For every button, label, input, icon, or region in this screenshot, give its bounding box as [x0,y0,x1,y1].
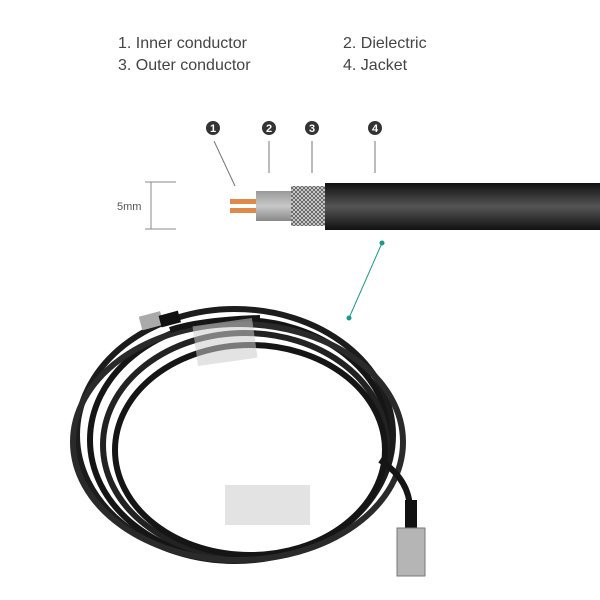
outer-conductor [291,186,326,226]
callout-1: 1 [206,121,220,135]
svg-text:1: 1 [210,123,216,135]
tape [225,485,310,525]
connector-bottom [396,500,426,577]
svg-text:4: 4 [372,123,379,135]
pointer-line [348,242,383,319]
svg-text:3: 3 [309,123,315,135]
legend-inner-conductor: 1. Inner conductor [118,35,247,52]
dimension-bracket [145,181,176,230]
callout-4: 4 [368,121,382,135]
leader-lines [213,140,376,187]
tape [192,318,258,366]
dielectric [256,191,292,221]
connector-top [138,310,181,331]
jacket [325,183,600,230]
legend-dielectric: 2. Dielectric [343,35,427,52]
callout-3: 3 [305,121,319,135]
legend-jacket: 4. Jacket [343,57,408,74]
inner-conductor [230,199,258,204]
legend-outer-conductor: 3. Outer conductor [118,57,251,74]
svg-text:2: 2 [266,123,272,135]
callout-2: 2 [262,121,276,135]
dimension-label: 5mm [117,201,141,213]
